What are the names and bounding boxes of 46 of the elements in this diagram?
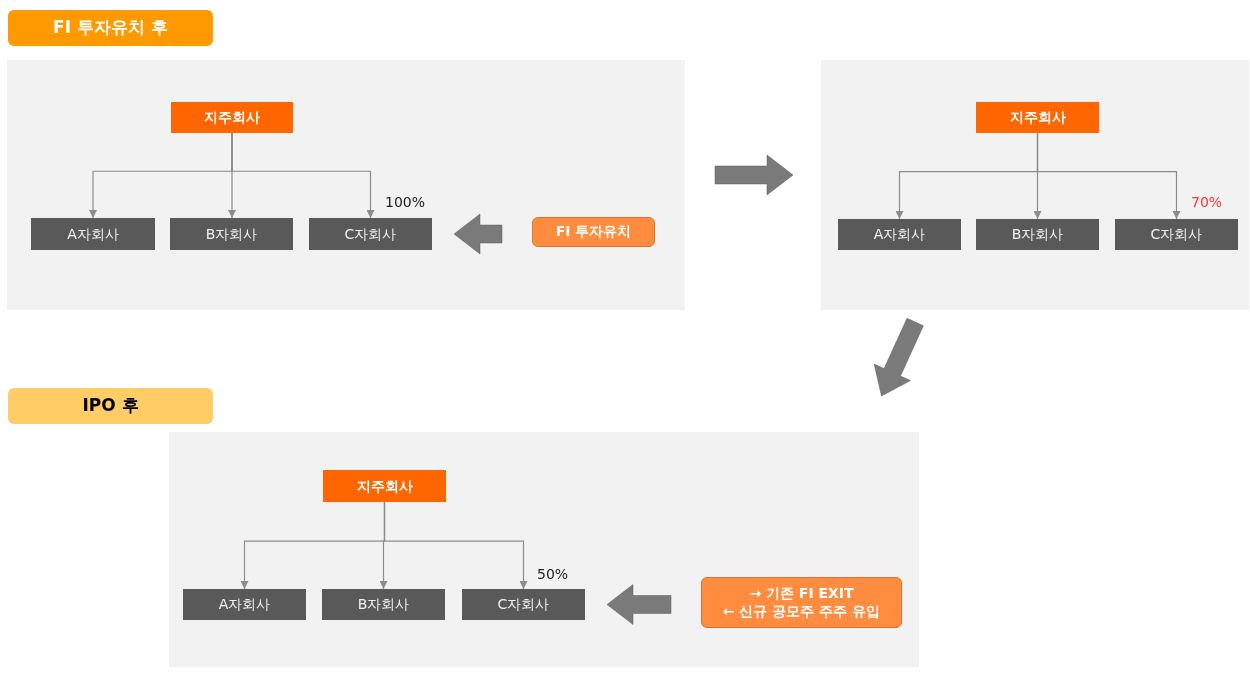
node-label: IPO 후	[82, 394, 139, 418]
block-arrow	[873, 318, 924, 397]
percentage-label: 50%	[537, 565, 569, 584]
node-label: C자회사	[497, 595, 550, 614]
subsidiary-box	[31, 218, 155, 250]
subsidiary-box	[838, 219, 961, 250]
connector-arrow	[1036, 132, 1181, 220]
node-label: C자회사	[344, 224, 397, 244]
block-arrow	[714, 154, 794, 196]
node-label: A자회사	[218, 595, 271, 614]
subsidiary-box	[170, 218, 293, 250]
holding-company-box	[171, 102, 293, 133]
node-label: 지주회사	[204, 108, 260, 127]
action-box	[532, 217, 655, 247]
percentage-label: 70%	[1191, 193, 1223, 212]
holding-company-box	[976, 102, 1099, 133]
subsidiary-box	[1115, 219, 1238, 250]
block-arrow	[606, 584, 672, 625]
subsidiary-box	[462, 589, 585, 620]
node-label: A자회사	[67, 224, 119, 244]
node-label: FI 투자유치	[555, 223, 632, 241]
node-label: FI 투자유치 후	[53, 16, 168, 40]
holding-company-box	[323, 470, 446, 502]
subsidiary-box	[183, 589, 306, 620]
subsidiary-box	[309, 218, 432, 250]
percentage-label: 100%	[385, 193, 426, 212]
node-label: B자회사	[357, 595, 410, 614]
subsidiary-box	[976, 219, 1099, 250]
node-label: 지주회사	[356, 476, 413, 496]
subsidiary-box	[322, 589, 445, 620]
block-arrow	[453, 213, 503, 255]
panel-background	[7, 60, 685, 310]
panel-background	[821, 60, 1249, 310]
connector-arrow	[231, 132, 375, 219]
node-label: → 기존 FI EXIT	[749, 585, 854, 603]
panel-background	[169, 432, 919, 667]
node-label: A자회사	[873, 225, 926, 244]
node-label: ← 신규 공모주 주주 유입	[722, 602, 881, 620]
section-heading-badge	[8, 388, 213, 424]
node-label: B자회사	[1011, 225, 1064, 244]
section-heading-badge	[8, 10, 213, 46]
node-label: C자회사	[1150, 225, 1203, 244]
node-label: 지주회사	[1009, 108, 1066, 127]
node-label: B자회사	[205, 224, 258, 244]
connector-arrow	[383, 501, 528, 590]
action-box	[701, 577, 902, 628]
